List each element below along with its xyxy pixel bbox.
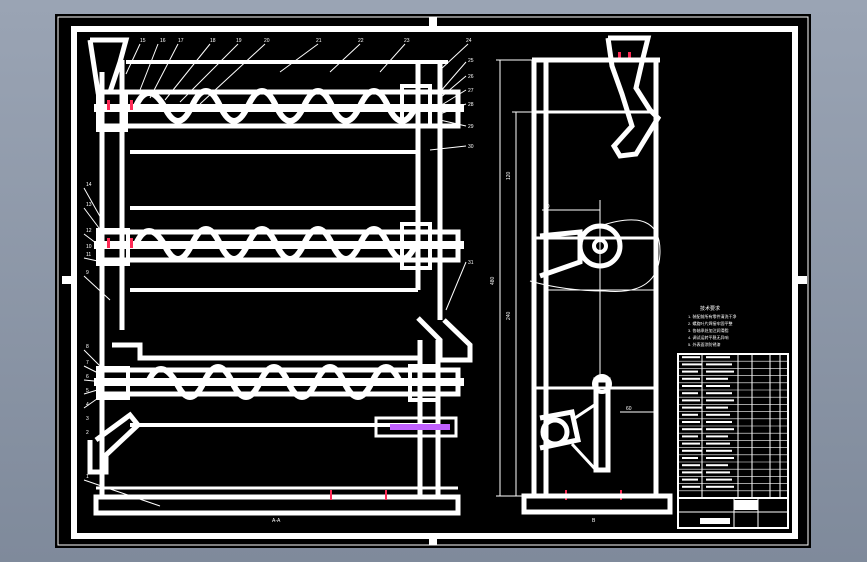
parts-row-text [682, 385, 702, 387]
parts-row-text [682, 471, 702, 474]
dim-480: 480 [490, 276, 496, 285]
title-block [677, 497, 789, 529]
callout-9: 9 [86, 270, 89, 276]
callout-1: 1 [86, 474, 89, 480]
parts-row-text [706, 370, 734, 373]
auger-3 [145, 364, 403, 400]
callout-7: 7 [86, 360, 89, 366]
parts-row-text [682, 442, 700, 445]
technical-notes: 技术要求 1. 装配前所有零件清洗干净 2. 螺旋叶片焊接牢固平整 3. 各轴承… [688, 305, 736, 347]
right-base [521, 493, 673, 515]
parts-row-text [706, 413, 730, 416]
parts-row-text [682, 363, 702, 366]
dim-60: 60 [626, 406, 632, 412]
parts-row-text [682, 392, 698, 395]
parts-row-text [682, 377, 700, 380]
centering-marks [62, 17, 807, 545]
callout-26: 26 [468, 74, 474, 80]
notes-line-5: 5. 外表面涂防锈漆 [688, 341, 720, 347]
callout-21: 21 [316, 38, 322, 44]
callout-8: 8 [86, 344, 89, 350]
base-frame [93, 494, 461, 516]
parts-row-text [682, 356, 700, 359]
callout-19: 19 [236, 38, 242, 44]
notes-line-1: 1. 装配前所有零件清洗干净 [688, 313, 736, 319]
parts-row-text [682, 428, 702, 431]
parts-row-text [706, 392, 732, 395]
callout-14: 14 [86, 182, 92, 188]
parts-row-text [706, 457, 734, 459]
callout-25: 25 [468, 58, 474, 64]
parts-row-text [682, 406, 702, 409]
left-motor [374, 416, 458, 438]
parts-row-text [706, 485, 734, 488]
parts-row-text [706, 363, 732, 366]
parts-row-text [682, 370, 698, 373]
callout-18: 18 [210, 38, 216, 44]
callout-5: 5 [86, 388, 89, 394]
callout-28: 28 [468, 102, 474, 108]
parts-row-text [682, 413, 698, 416]
parts-row-text [682, 435, 698, 438]
callout-29: 29 [468, 124, 474, 130]
parts-row-text [706, 449, 732, 452]
callout-17: 17 [178, 38, 184, 44]
parts-row-text [682, 485, 700, 488]
dimension-lines [496, 59, 656, 497]
callout-20: 20 [264, 38, 270, 44]
dim-240: 240 [506, 311, 512, 320]
dim-40: 40 [544, 204, 550, 210]
parts-row-text [682, 478, 698, 481]
parts-row-text [706, 385, 730, 387]
parts-row-text [706, 406, 728, 409]
notes-line-2: 2. 螺旋叶片焊接牢固平整 [688, 320, 732, 326]
callout-31: 31 [468, 260, 474, 266]
parts-row-text [706, 435, 728, 438]
parts-row-text [706, 421, 732, 423]
parts-row-text [682, 399, 700, 402]
callout-numbers: 15 16 17 18 19 20 21 22 23 24 25 26 27 2… [86, 38, 596, 524]
callout-10: 10 [86, 244, 92, 250]
parts-row-text [706, 478, 732, 481]
parts-row-text [682, 449, 702, 452]
right-view-label: B [592, 518, 596, 524]
notes-line-3: 3. 各轴承处加注润滑脂 [688, 327, 728, 333]
parts-row-text [706, 356, 730, 359]
callout-12: 12 [86, 228, 92, 234]
callout-22: 22 [358, 38, 364, 44]
callout-30: 30 [468, 144, 474, 150]
parts-row-text [706, 399, 734, 402]
callout-leaders [83, 43, 469, 507]
callout-27: 27 [468, 88, 474, 94]
parts-row-text [706, 471, 730, 474]
callout-15: 15 [140, 38, 146, 44]
notes-line-4: 4. 调试运转平稳无异响 [688, 334, 728, 340]
parts-row-text [682, 464, 700, 467]
callout-23: 23 [404, 38, 410, 44]
callout-3: 3 [86, 416, 89, 422]
callout-13: 13 [86, 202, 92, 208]
callout-11: 11 [86, 252, 91, 258]
shafts [94, 84, 464, 402]
parts-rows [678, 356, 788, 492]
left-view-label: A-A [272, 518, 281, 524]
callout-2: 2 [86, 430, 89, 436]
dimension-texts: 40 480 120 60 240 [490, 171, 632, 412]
parts-row-text [682, 457, 698, 459]
parts-row-text [682, 421, 700, 423]
dim-120: 120 [506, 171, 512, 180]
callout-4: 4 [86, 402, 89, 408]
parts-row-text [706, 428, 734, 431]
callout-6: 6 [86, 374, 89, 380]
parts-row-text [706, 442, 730, 445]
callout-16: 16 [160, 38, 166, 44]
notes-title: 技术要求 [700, 305, 720, 312]
parts-row-text [706, 377, 728, 380]
parts-row-text [706, 464, 728, 467]
callout-24: 24 [466, 38, 472, 44]
